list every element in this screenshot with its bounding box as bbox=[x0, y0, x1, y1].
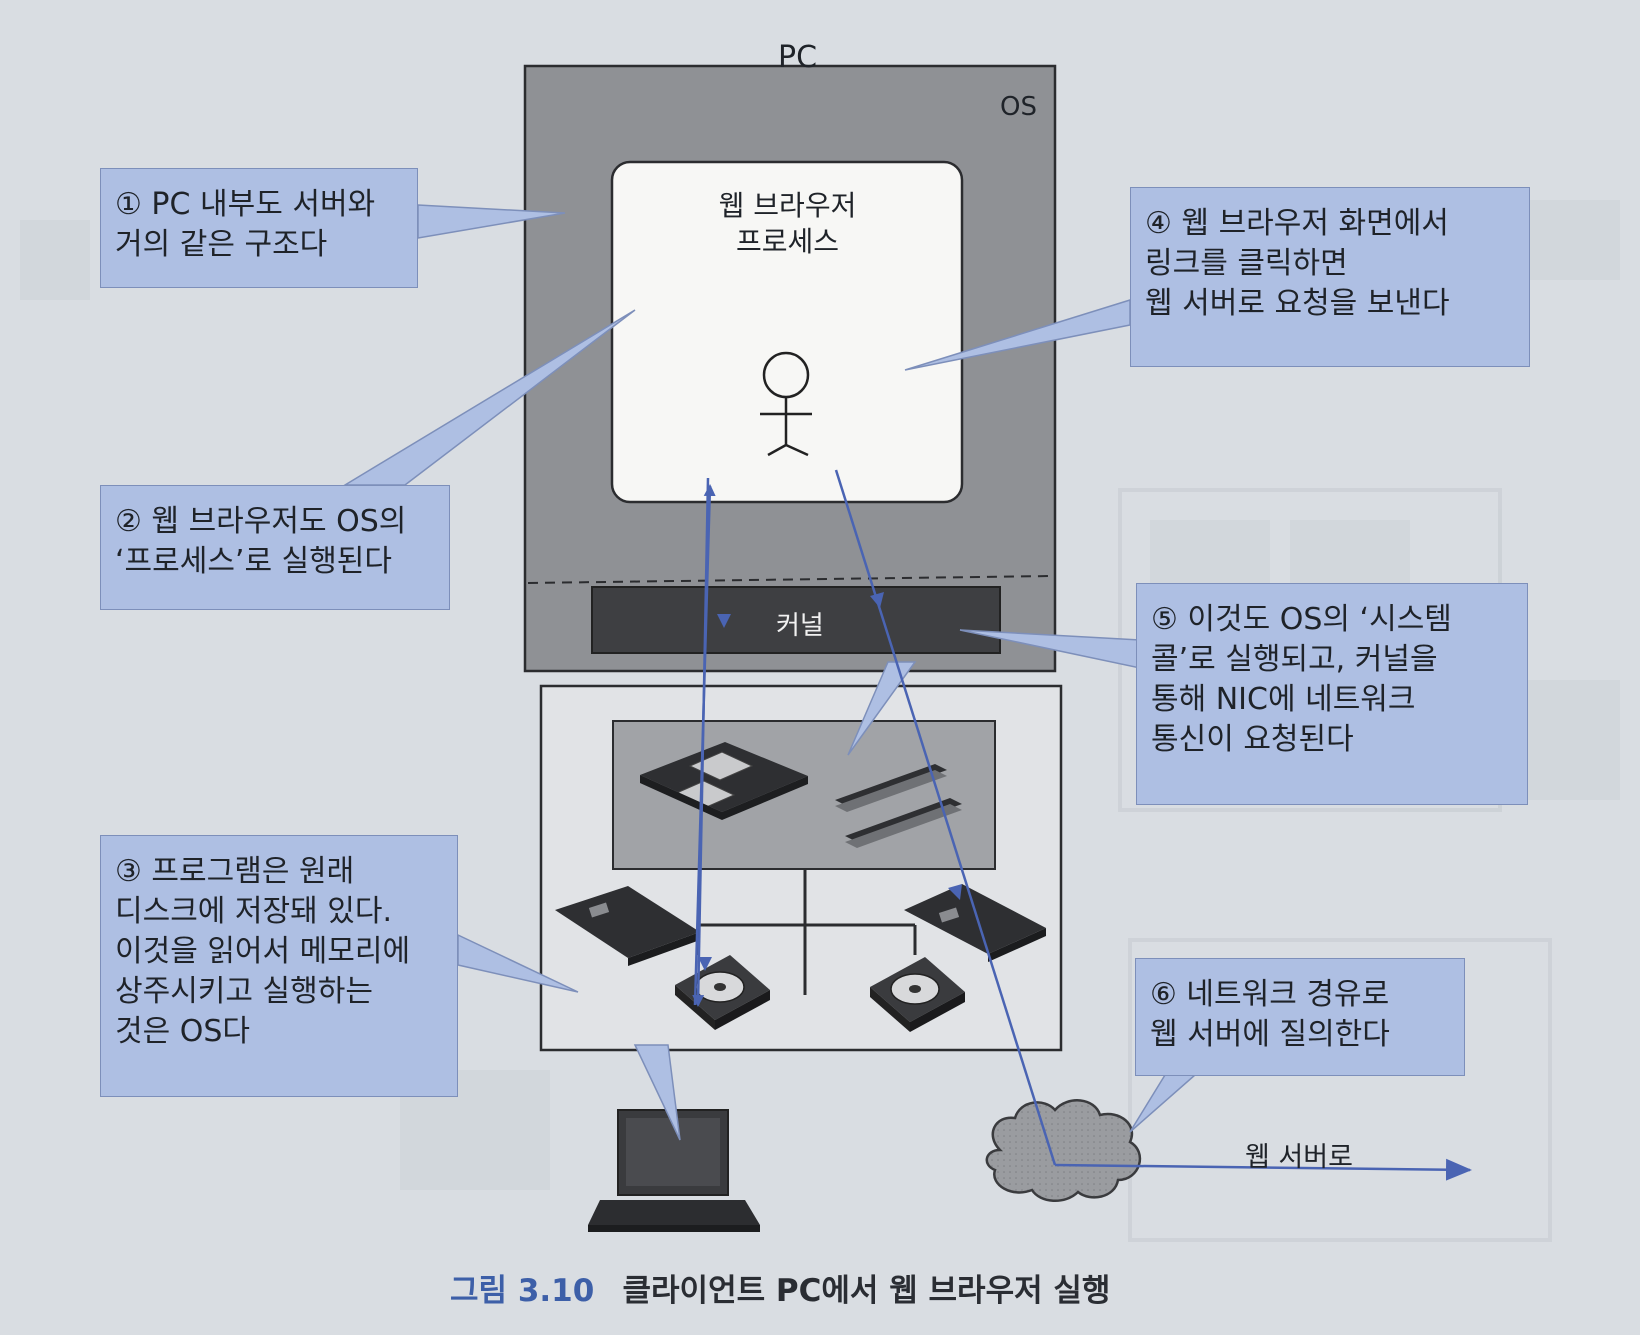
callout-6-line: ⑥ 네트워크 경유로 bbox=[1150, 977, 1390, 1012]
callout-2-line: ‘프로세스’로 실행된다 bbox=[115, 544, 393, 579]
callout-5: ⑤ 이것도 OS의 ‘시스템 콜’로 실행되고, 커널을 통해 NIC에 네트워… bbox=[1136, 583, 1528, 805]
callout-5-line: ⑤ 이것도 OS의 ‘시스템 bbox=[1151, 602, 1452, 637]
callout-3-line: 디스크에 저장돼 있다. bbox=[115, 894, 393, 929]
arrow-markers bbox=[698, 592, 962, 971]
callout-4-line: 웹 서버로 요청을 보낸다 bbox=[1145, 286, 1450, 321]
web-server-label: 웹 서버로 bbox=[1245, 1142, 1353, 1173]
network-cloud-icon bbox=[985, 1099, 1142, 1202]
browser-process-box bbox=[610, 160, 964, 504]
callout-6-line: 웹 서버에 질의한다 bbox=[1150, 1017, 1390, 1052]
user-figure-icon bbox=[760, 351, 812, 457]
browser-process-line1: 웹 브라우저 bbox=[718, 189, 857, 222]
os-label: OS bbox=[1000, 92, 1037, 122]
laptop-icon bbox=[588, 1109, 760, 1232]
callout-1-line: 거의 같은 구조다 bbox=[115, 227, 328, 262]
callout-3-line: 이것을 읽어서 메모리에 bbox=[115, 934, 411, 969]
disk-drive-right-icon bbox=[870, 957, 965, 1032]
callout-3-line: 상주시키고 실행하는 bbox=[115, 974, 373, 1009]
caption-number: 그림 3.10 bbox=[450, 1273, 595, 1309]
nic-card-icon bbox=[904, 884, 1046, 962]
callout-5-line: 통신이 요청된다 bbox=[1151, 722, 1354, 757]
callout-5-line: 통해 NIC에 네트워크 bbox=[1151, 682, 1416, 717]
callout-6: ⑥ 네트워크 경유로 웹 서버에 질의한다 bbox=[1135, 958, 1465, 1076]
kernel-bar bbox=[591, 586, 1001, 654]
callout-2-line: ② 웹 브라우저도 OS의 bbox=[115, 504, 407, 539]
figure-caption: 그림 3.10 클라이언트 PC에서 웹 브라우저 실행 bbox=[450, 1265, 1110, 1310]
caption-text: 클라이언트 PC에서 웹 브라우저 실행 bbox=[622, 1273, 1111, 1309]
user-kernel-divider bbox=[527, 575, 1053, 584]
callout-4-line: ④ 웹 브라우저 화면에서 bbox=[1145, 206, 1449, 241]
memory-module-icon bbox=[835, 764, 962, 848]
callout-5-line: 콜’로 실행되고, 커널을 bbox=[1151, 642, 1438, 677]
callout-tails bbox=[342, 204, 1197, 1141]
callout-3-line: ③ 프로그램은 원래 bbox=[115, 854, 355, 889]
callout-3-line: 것은 OS다 bbox=[115, 1014, 250, 1049]
browser-process-line2: 프로세스 bbox=[735, 225, 840, 258]
kernel-label: 커널 bbox=[776, 611, 824, 641]
expansion-card-left-icon bbox=[555, 886, 700, 966]
callout-2: ② 웹 브라우저도 OS의 ‘프로세스’로 실행된다 bbox=[100, 485, 450, 610]
callout-1: ① PC 내부도 서버와 거의 같은 구조다 bbox=[100, 168, 418, 288]
request-arrows bbox=[692, 469, 1472, 1181]
browser-process-label: 웹 브라우저 프로세스 bbox=[700, 188, 875, 260]
callout-4-line: 링크를 클릭하면 bbox=[1145, 246, 1348, 281]
callout-4: ④ 웹 브라우저 화면에서 링크를 클릭하면 웹 서버로 요청을 보낸다 bbox=[1130, 187, 1530, 367]
callout-1-line: ① PC 내부도 서버와 bbox=[115, 187, 376, 222]
pc-label: PC bbox=[778, 40, 818, 75]
callout-3: ③ 프로그램은 원래 디스크에 저장돼 있다. 이것을 읽어서 메모리에 상주시… bbox=[100, 835, 458, 1097]
